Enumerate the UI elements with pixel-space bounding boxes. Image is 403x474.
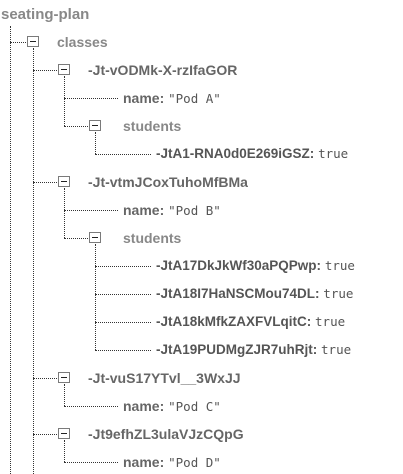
collapse-toggle-students-a[interactable]: [89, 120, 101, 131]
tree-line: [64, 462, 118, 463]
student-entry[interactable]: -JtA18I7HaNSCMou74DL: true: [156, 287, 353, 301]
tree-line: [64, 76, 65, 126]
tree-line: [64, 238, 90, 239]
tree-line: [95, 350, 151, 351]
name-field[interactable]: name: "Pod D": [123, 455, 221, 470]
name-value: "Pod B": [168, 203, 221, 218]
students-node-label[interactable]: students: [123, 118, 182, 134]
student-id: -JtA17DkJkWf30aPQPwp:: [156, 258, 322, 273]
tree-line: [64, 384, 65, 406]
student-entry[interactable]: -JtA1-RNA0d0E269iGSZ: true: [156, 147, 348, 161]
tree-line: [95, 266, 151, 267]
student-entry[interactable]: -JtA17DkJkWf30aPQPwp: true: [156, 259, 355, 273]
tree-line: [95, 244, 96, 350]
student-value: true: [324, 258, 355, 273]
tree-line: [10, 26, 11, 474]
tree-line: [33, 70, 59, 71]
name-key: name:: [123, 398, 165, 414]
tree-line: [64, 406, 118, 407]
collapse-toggle-students-b[interactable]: [89, 232, 101, 243]
tree-line: [64, 126, 90, 127]
name-field[interactable]: name: "Pod B": [123, 203, 221, 218]
student-value: true: [321, 342, 352, 357]
class-key-label[interactable]: -Jt-vODMk-X-rzIfaGOR: [88, 62, 238, 78]
classes-node-label[interactable]: classes: [57, 34, 108, 50]
students-node-label[interactable]: students: [123, 230, 182, 246]
name-field[interactable]: name: "Pod A": [123, 91, 221, 106]
tree-line: [95, 154, 151, 155]
name-key: name:: [123, 90, 165, 106]
tree-line: [33, 378, 59, 379]
collapse-toggle-class-b[interactable]: [58, 176, 70, 187]
collapse-toggle-class-d[interactable]: [58, 428, 70, 439]
collapse-toggle-class-a[interactable]: [58, 64, 70, 75]
tree-line: [64, 98, 118, 99]
name-key: name:: [123, 202, 165, 218]
collapse-toggle-class-c[interactable]: [58, 372, 70, 383]
collapse-toggle-classes[interactable]: [27, 36, 39, 47]
tree-line: [33, 434, 59, 435]
student-id: -JtA18I7HaNSCMou74DL:: [156, 286, 320, 301]
student-id: -JtA1-RNA0d0E269iGSZ:: [156, 146, 315, 161]
student-id: -JtA19PUDMgZJR7uhRjt:: [156, 342, 318, 357]
name-value: "Pod D": [168, 455, 221, 470]
tree-line: [95, 322, 151, 323]
tree-line: [95, 294, 151, 295]
class-key-label[interactable]: -Jt-vtmJCoxTuhoMfBMa: [88, 174, 248, 190]
name-field[interactable]: name: "Pod C": [123, 399, 221, 414]
tree-line: [64, 188, 65, 238]
tree-line: [95, 132, 96, 154]
tree-line: [64, 210, 118, 211]
name-value: "Pod A": [168, 91, 221, 106]
student-value: true: [323, 286, 354, 301]
root-node-label[interactable]: seating-plan: [1, 6, 90, 23]
student-entry[interactable]: -JtA18kMfkZAXFVLqitC: true: [156, 315, 345, 329]
name-value: "Pod C": [168, 399, 221, 414]
name-key: name:: [123, 454, 165, 470]
class-key-label[interactable]: -Jt9efhZL3ulaVJzCQpG: [88, 426, 244, 442]
tree-line: [64, 440, 65, 462]
student-id: -JtA18kMfkZAXFVLqitC:: [156, 314, 312, 329]
student-entry[interactable]: -JtA19PUDMgZJR7uhRjt: true: [156, 343, 351, 357]
tree-line: [33, 182, 59, 183]
student-value: true: [318, 146, 349, 161]
tree-line: [33, 48, 34, 474]
student-value: true: [315, 314, 346, 329]
tree-line: [10, 42, 28, 43]
class-key-label[interactable]: -Jt-vuS17YTvl__3WxJJ: [88, 370, 241, 386]
